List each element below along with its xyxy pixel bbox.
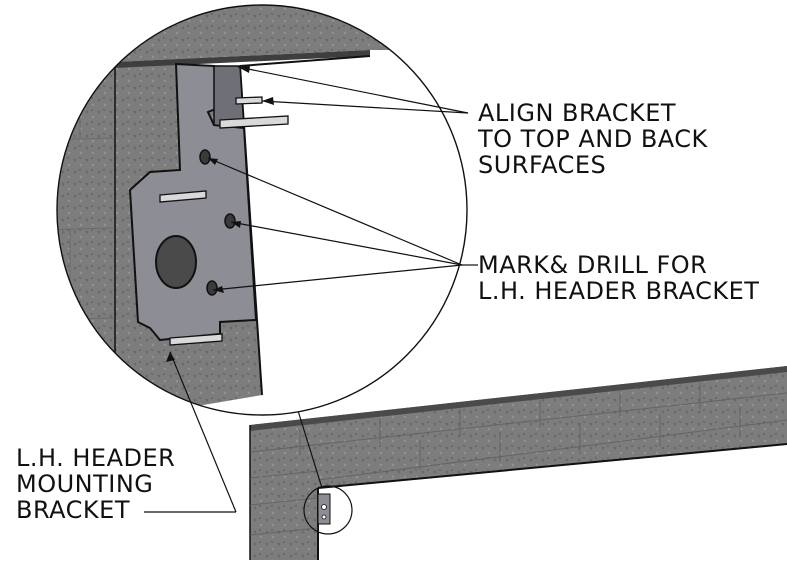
bracket-hole-middle bbox=[224, 213, 236, 229]
mark-drill-callout: MARK& DRILL FOR L.H. HEADER BRACKET bbox=[478, 252, 759, 304]
bracket-hole-top bbox=[199, 149, 211, 165]
align-callout-line-3: SURFACES bbox=[478, 151, 607, 179]
drill-callout-line-1: MARK& DRILL FOR bbox=[478, 251, 708, 279]
anchor-pins bbox=[159, 96, 289, 346]
align-callout-line-1: ALIGN BRACKET bbox=[478, 99, 677, 127]
bracket-callout-line-2: MOUNTING bbox=[16, 470, 154, 498]
enlarged-detail-circle bbox=[56, 4, 468, 416]
enlarged-detail-view bbox=[57, 5, 467, 415]
drill-callout-line-2: L.H. HEADER BRACKET bbox=[478, 277, 760, 305]
doorframe-wall bbox=[249, 366, 787, 560]
bracket-callout-line-3: BRACKET bbox=[16, 496, 130, 524]
bracket-hole-bottom bbox=[206, 280, 218, 296]
bracket-large-hole bbox=[155, 235, 197, 289]
leader-lines bbox=[144, 66, 478, 513]
align-callout-line-2: TO TOP AND BACK bbox=[478, 125, 708, 153]
mounting-bracket bbox=[128, 62, 289, 346]
bracket-callout-line-1: L.H. HEADER bbox=[16, 444, 176, 472]
leader-arrowheads bbox=[166, 66, 274, 362]
header-bracket-callout: L.H. HEADER MOUNTING BRACKET bbox=[16, 445, 175, 523]
align-bracket-callout: ALIGN BRACKET TO TOP AND BACK SURFACES bbox=[478, 100, 708, 178]
detail-marker-circle bbox=[303, 485, 353, 535]
